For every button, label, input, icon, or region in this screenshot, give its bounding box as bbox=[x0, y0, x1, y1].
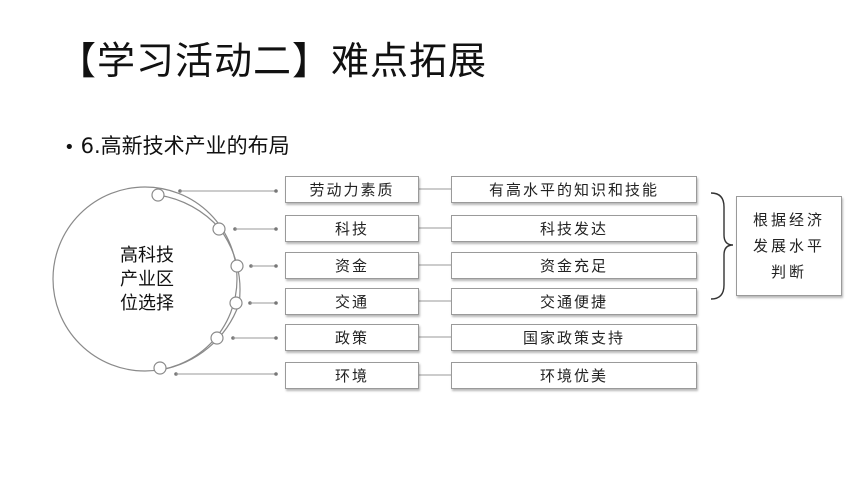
connector-row-1 bbox=[151, 188, 278, 202]
center-label-line-2: 产业区 bbox=[120, 269, 174, 290]
description-box: 资金充足 bbox=[451, 252, 697, 279]
pair-connectors bbox=[419, 188, 451, 376]
center-label: 高科技 产业区 位选择 bbox=[82, 244, 212, 316]
connector-row-6 bbox=[153, 361, 278, 376]
bullet-text: 6.高新技术产业的布局 bbox=[80, 134, 290, 158]
result-line-3: 判断 bbox=[770, 263, 807, 281]
description-box: 交通便捷 bbox=[451, 288, 697, 315]
factor-box: 劳动力素质 bbox=[285, 176, 419, 203]
result-line-1: 根据经济 bbox=[752, 211, 825, 229]
connector-row-3 bbox=[230, 259, 278, 273]
factor-box: 科技 bbox=[285, 215, 419, 242]
factor-box: 环境 bbox=[285, 362, 419, 389]
center-circle bbox=[52, 186, 238, 372]
description-box: 国家政策支持 bbox=[451, 324, 697, 351]
center-label-line-1: 高科技 bbox=[120, 245, 174, 266]
result-line-2: 发展水平 bbox=[752, 237, 825, 255]
curly-brace bbox=[710, 192, 734, 300]
description-box: 环境优美 bbox=[451, 362, 697, 389]
bullet-heading: •6.高新技术产业的布局 bbox=[64, 130, 290, 160]
slide-title: 【学习活动二】难点拓展 bbox=[58, 39, 488, 83]
bullet-marker: • bbox=[64, 137, 75, 158]
outer-arc bbox=[157, 194, 241, 371]
factor-box: 交通 bbox=[285, 288, 419, 315]
connector-row-4 bbox=[229, 296, 278, 310]
connector-row-2 bbox=[212, 222, 278, 236]
connector-row-5 bbox=[210, 331, 278, 345]
factor-box: 资金 bbox=[285, 252, 419, 279]
result-box: 根据经济 发展水平 判断 bbox=[736, 196, 842, 296]
center-label-line-3: 位选择 bbox=[120, 293, 174, 314]
factor-box: 政策 bbox=[285, 324, 419, 351]
description-box: 有高水平的知识和技能 bbox=[451, 176, 697, 203]
description-box: 科技发达 bbox=[451, 215, 697, 242]
